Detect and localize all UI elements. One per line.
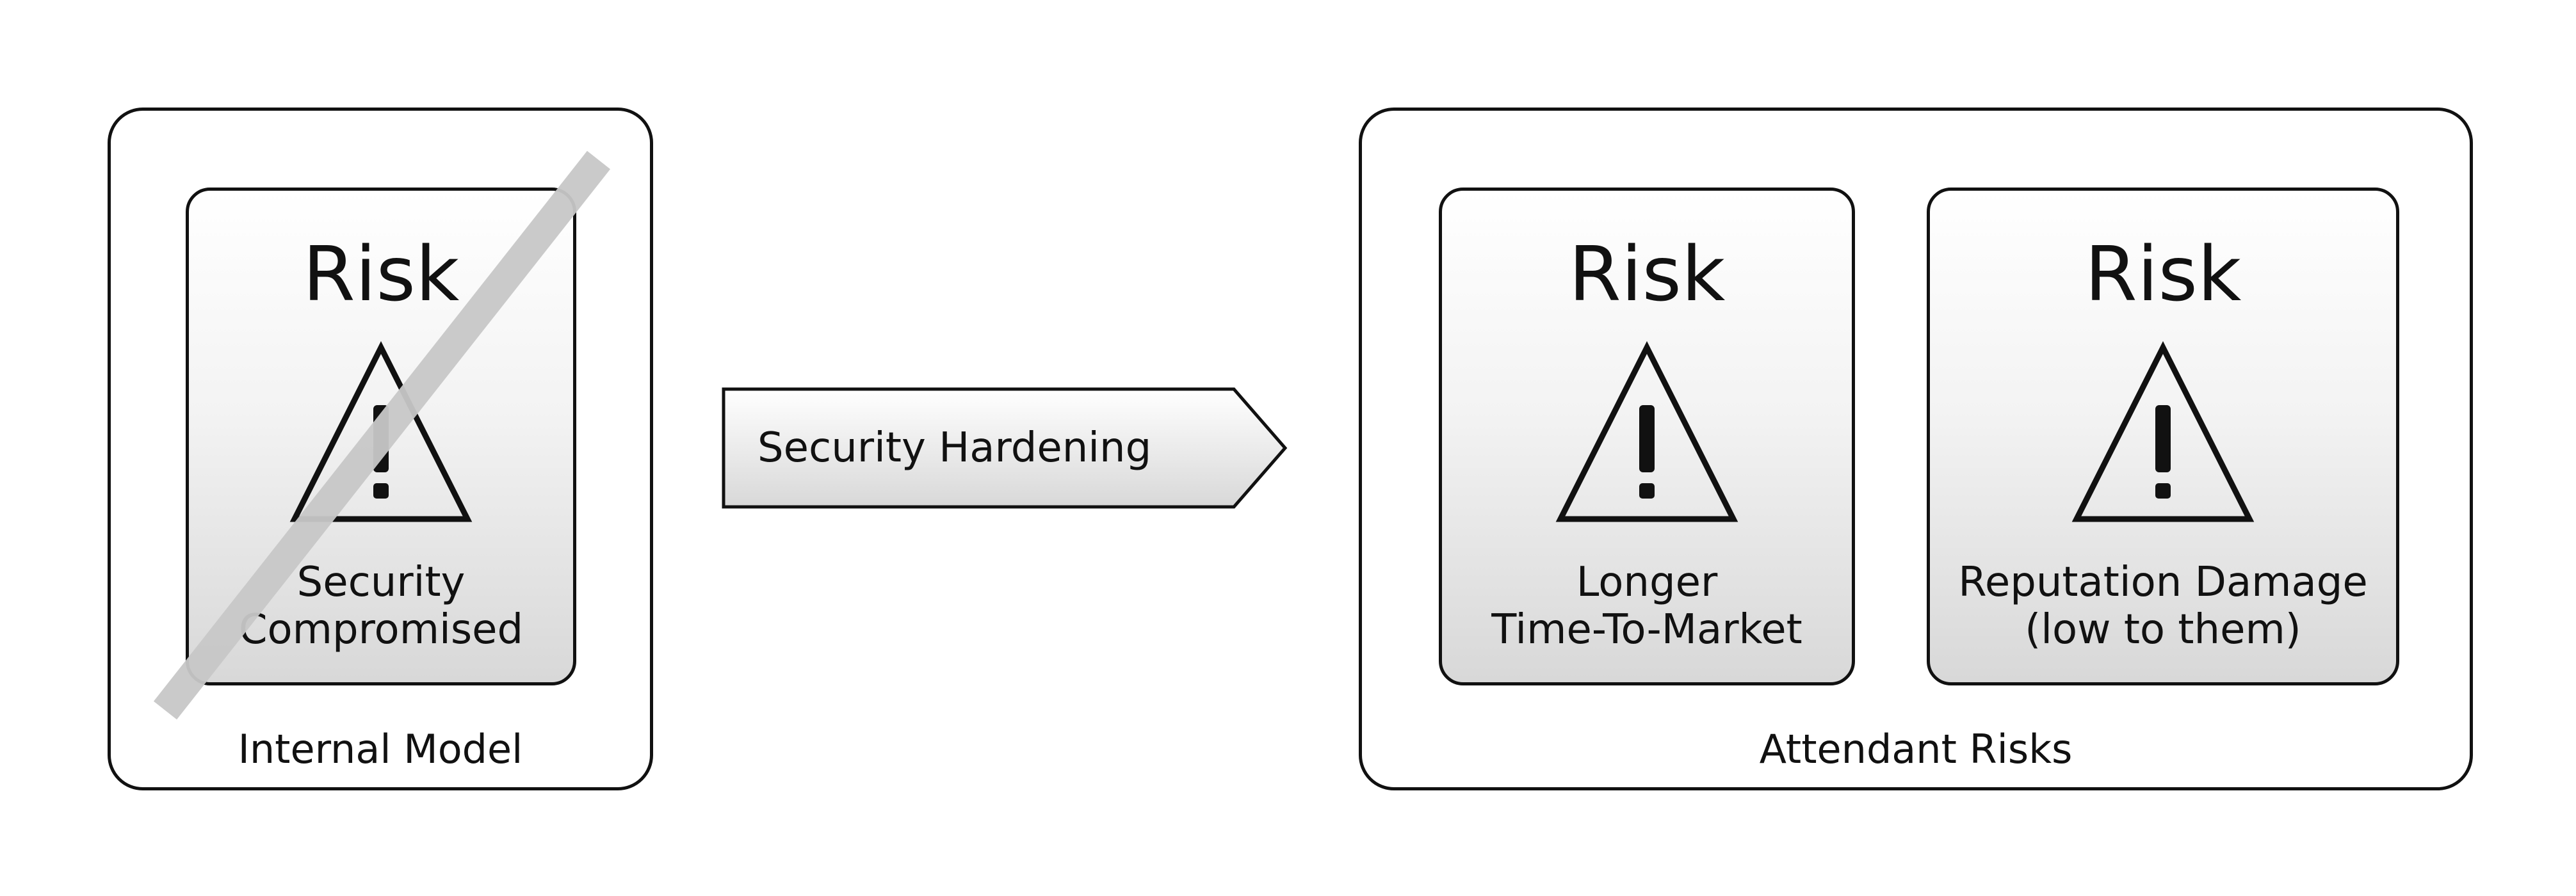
risk-label-line: Longer [1576,559,1718,606]
warning-triangle-icon [2070,341,2256,527]
attendant-risks-box: Risk Longer Time-To-Market Risk Reputati… [1359,108,2473,790]
risk-label-line: Compromised [238,606,524,653]
risk-label-line: (low to them) [2025,606,2301,653]
risk-title: Risk [2084,230,2242,318]
risk-label: Longer Time-To-Market [1442,559,1852,653]
risk-label: Security Compromised [189,559,573,653]
action-label: Security Hardening [757,424,1152,472]
action-arrow [722,387,1288,509]
risk-card-reputation-damage: Risk Reputation Damage (low to them) [1927,188,2399,685]
risk-card-security-compromised: Risk Security Compromised [186,188,576,685]
risk-title: Risk [1568,230,1726,318]
risk-label: Reputation Damage (low to them) [1930,559,2396,653]
attendant-risks-label: Attendant Risks [1759,725,2073,772]
risk-label-line: Time-To-Market [1491,606,1802,653]
warning-triangle-icon [288,341,474,527]
risk-title: Risk [302,230,460,318]
risk-card-time-to-market: Risk Longer Time-To-Market [1439,188,1855,685]
internal-model-box: Risk Security Compromised Internal Model [108,108,653,790]
risk-label-line: Reputation Damage [1958,559,2368,606]
warning-triangle-icon [1554,341,1740,527]
internal-model-label: Internal Model [238,725,523,772]
risk-label-line: Security [296,559,466,606]
